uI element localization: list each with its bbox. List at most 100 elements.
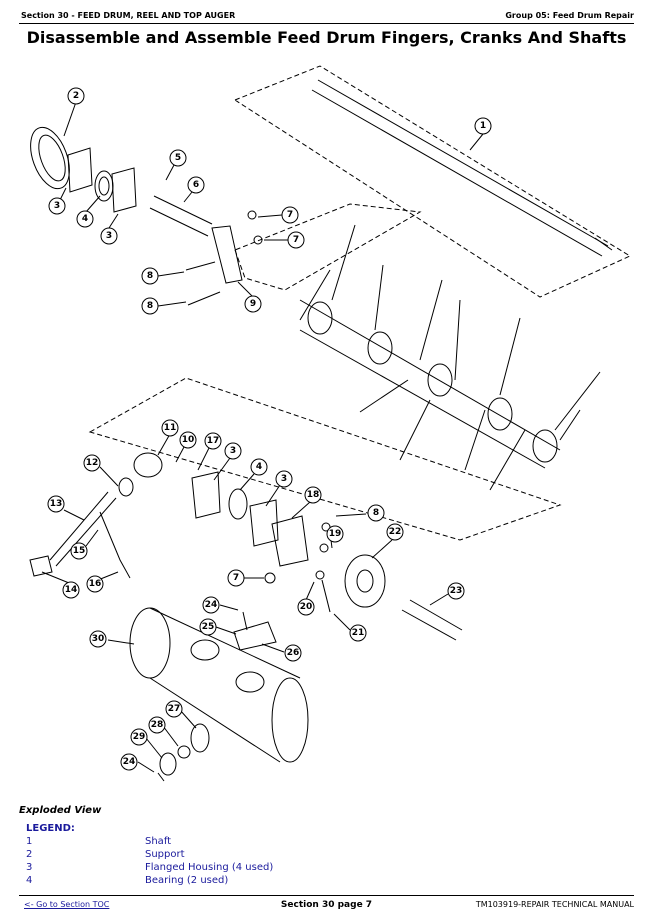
callout-label: 20 <box>300 602 313 612</box>
finger-drum-assembly <box>299 224 601 491</box>
callout-label: 9 <box>250 299 256 309</box>
callout-11 <box>161 419 179 437</box>
legend-title: LEGEND: <box>26 823 75 834</box>
callout-label: 17 <box>207 436 220 446</box>
callout-18 <box>304 486 322 504</box>
legend-item: 1 Shaft <box>26 836 273 849</box>
callout-label: 25 <box>202 622 215 632</box>
callout-4 <box>250 458 268 476</box>
legend-item: 4 Bearing (2 used) <box>26 875 273 888</box>
legend: 1 Shaft 2 Support 3 Flanged Housing (4 u… <box>26 836 273 888</box>
callout-7 <box>281 206 299 224</box>
callout-9 <box>244 295 262 313</box>
crank-part <box>211 225 243 284</box>
callout-label: 8 <box>147 271 153 281</box>
callout-label: 4 <box>256 462 262 472</box>
callout-7 <box>287 231 305 249</box>
callout-label: 30 <box>92 634 105 644</box>
flanged-housing-part <box>67 147 93 193</box>
figure-caption: Exploded View <box>19 805 102 816</box>
callout-label: 3 <box>230 446 236 456</box>
callout-label: 14 <box>65 585 78 595</box>
callout-label: 3 <box>281 474 287 484</box>
callout-21 <box>349 624 367 642</box>
callout-3 <box>224 442 242 460</box>
legend-item: 2 Support <box>26 849 273 862</box>
legend-label: Bearing (2 used) <box>145 875 229 886</box>
callout-24 <box>202 596 220 614</box>
callout-label: 26 <box>287 648 300 658</box>
callout-label: 10 <box>182 435 195 445</box>
callout-label: 8 <box>147 301 153 311</box>
callout-label: 21 <box>352 628 365 638</box>
drum-part <box>129 607 309 763</box>
callout-28 <box>148 716 166 734</box>
callout-label: 27 <box>168 704 181 714</box>
legend-label: Support <box>145 849 185 860</box>
callout-25 <box>199 618 217 636</box>
callout-label: 1 <box>480 121 486 131</box>
callout-label: 5 <box>175 153 181 163</box>
support-part <box>30 126 70 190</box>
legend-number: 4 <box>26 875 33 886</box>
crank-arm-part <box>133 452 163 478</box>
legend-number: 3 <box>26 862 33 873</box>
callout-label: 15 <box>73 546 86 556</box>
callout-label: 19 <box>329 529 342 539</box>
legend-number: 1 <box>26 836 33 847</box>
callout-23 <box>447 582 465 600</box>
callout-3 <box>100 227 118 245</box>
callout-29 <box>130 728 148 746</box>
bearing-part <box>94 170 114 202</box>
callout-20 <box>297 598 315 616</box>
callout-10 <box>179 431 197 449</box>
callout-5 <box>169 149 187 167</box>
callout-label: 2 <box>73 91 79 101</box>
exploded-view-diagram: 1 2 3 4 3 5 6 7 7 8 8 9 11 10 17 3 4 3 1… <box>29 65 632 782</box>
callout-label: 7 <box>287 210 293 220</box>
hub-part <box>344 554 386 608</box>
manual-title: TM103919-REPAIR TECHNICAL MANUAL <box>475 900 634 909</box>
callout-2 <box>67 87 85 105</box>
callout-1 <box>474 117 492 135</box>
footer-rule <box>19 895 634 896</box>
callout-label: 23 <box>450 586 463 596</box>
page-number: Section 30 page 7 <box>280 900 373 910</box>
legend-item: 3 Flanged Housing (4 used) <box>26 862 273 875</box>
callout-label: 8 <box>373 508 379 518</box>
callout-24 <box>120 753 138 771</box>
callout-label: 12 <box>86 458 99 468</box>
page-title: Disassemble and Assemble Feed Drum Finge… <box>26 28 627 47</box>
callout-14 <box>62 581 80 599</box>
callout-17 <box>204 432 222 450</box>
callout-22 <box>386 523 404 541</box>
callout-4 <box>76 210 94 228</box>
callout-label: 16 <box>89 579 102 589</box>
crank-assembly-outline <box>234 203 422 291</box>
legend-label: Flanged Housing (4 used) <box>145 862 274 873</box>
callout-12 <box>83 454 101 472</box>
shaft-part <box>311 79 613 257</box>
callout-label: 13 <box>50 499 63 509</box>
section-toc-link[interactable]: <- Go to Section TOC <box>24 900 110 909</box>
callout-label: 7 <box>293 235 299 245</box>
callout-8 <box>367 504 385 522</box>
callout-label: 3 <box>54 201 60 211</box>
callout-label: 22 <box>389 527 402 537</box>
legend-number: 2 <box>26 849 33 860</box>
callout-label: 18 <box>307 490 320 500</box>
shaft-assembly-outline <box>233 65 632 298</box>
callout-label: 4 <box>82 214 88 224</box>
callout-30 <box>89 630 107 648</box>
callout-label: 11 <box>164 423 177 433</box>
header-group: Group 05: Feed Drum Repair <box>505 11 634 20</box>
callout-27 <box>165 700 183 718</box>
callout-19 <box>326 525 344 543</box>
callout-label: 3 <box>106 231 112 241</box>
callout-3 <box>275 470 293 488</box>
header-rule <box>19 23 634 24</box>
callout-8 <box>141 267 159 285</box>
legend-label: Shaft <box>145 836 172 847</box>
callout-8 <box>141 297 159 315</box>
callout-label: 6 <box>193 180 199 190</box>
